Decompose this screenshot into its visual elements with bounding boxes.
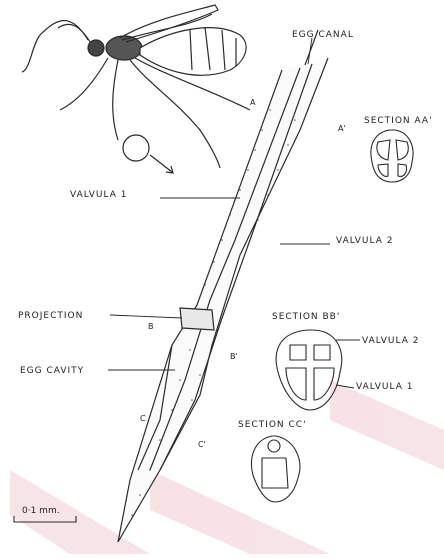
label-valvula-2: VALVULA 2 [336, 236, 393, 246]
label-section-bb: SECTION BB' [272, 312, 340, 322]
label-section-aa: SECTION AA' [364, 116, 433, 126]
marker-c-prime: C' [198, 440, 206, 449]
marker-c: C [140, 414, 146, 423]
label-section-valvula-1: VALVULA 1 [356, 382, 413, 392]
label-section-valvula-2: VALVULA 2 [362, 336, 419, 346]
marker-a-prime: A' [338, 124, 346, 133]
watermark [10, 380, 444, 554]
label-valvula-1: VALVULA 1 [70, 190, 127, 200]
marker-b: B [148, 322, 154, 331]
section-aa-figure [371, 130, 413, 182]
marker-b-prime: B' [230, 352, 238, 361]
label-egg-canal: EGG CANAL [292, 30, 354, 40]
ovipositor [118, 30, 328, 542]
label-egg-cavity: EGG CAVITY [20, 366, 84, 376]
scale-bar-label: 0·1 mm. [22, 506, 60, 516]
section-cc-figure [251, 436, 299, 502]
wasp-illustration [22, 5, 250, 173]
label-section-cc: SECTION CC' [238, 420, 307, 430]
label-projection: PROJECTION [18, 311, 83, 321]
marker-a: A [250, 98, 255, 107]
